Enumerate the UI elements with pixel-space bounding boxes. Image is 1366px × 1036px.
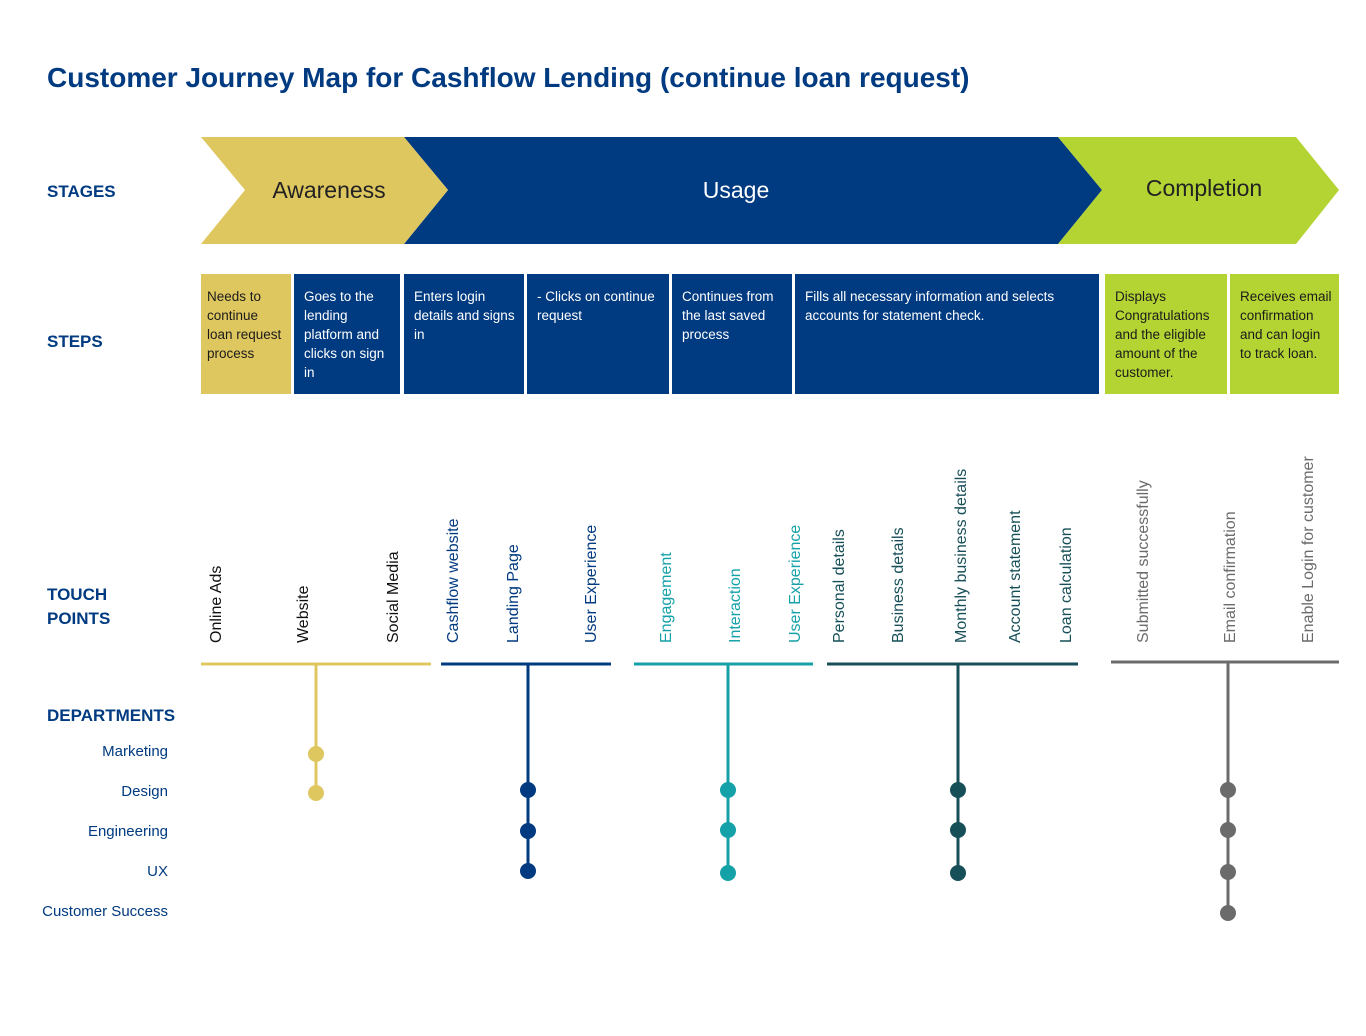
group-details-connector [827, 662, 1078, 881]
group-completion-dot-engineering [1220, 822, 1236, 838]
dept-design: Design [121, 783, 168, 800]
dept-marketing: Marketing [102, 743, 168, 760]
step-4: - Clicks on continue request [527, 274, 669, 394]
group-web-connector [441, 662, 611, 879]
group-engagement-dot-ux [720, 865, 736, 881]
group-details-dot-ux [950, 865, 966, 881]
group-engagement-dot-design [720, 782, 736, 798]
group-web-dot-ux [520, 863, 536, 879]
steps-label: STEPS [47, 332, 103, 351]
group-engagement-connector [634, 662, 813, 881]
stage-completion-shape [1058, 137, 1339, 244]
stages-band: Awareness Usage Completion [201, 137, 1339, 244]
touch-points-label: TOUCH POINTS [47, 583, 110, 631]
stage-usage: Usage [703, 177, 769, 203]
dept-ux: UX [147, 863, 168, 880]
step-6: Fills all necessary information and sele… [795, 274, 1099, 394]
step-5: Continues from the last saved process [672, 274, 792, 394]
group-awareness-dot-marketing [308, 746, 324, 762]
group-completion-dot-design [1220, 782, 1236, 798]
step-3: Enters login details and signs in [404, 274, 524, 394]
group-web-dot-design [520, 782, 536, 798]
departments-label: DEPARTMENTS [47, 706, 176, 725]
stage-awareness-shape [201, 137, 448, 244]
group-details-dot-design [950, 782, 966, 798]
group-awareness-connector [201, 662, 431, 801]
group-completion-dot-ux [1220, 864, 1236, 880]
group-completion-dot-customer-success [1220, 905, 1236, 921]
dept-customer-success: Customer Success [42, 903, 168, 920]
touch-points-label-line2: POINTS [47, 609, 111, 628]
stages-label: STAGES [47, 182, 116, 201]
group-web-dot-engineering [520, 823, 536, 839]
page-title: Customer Journey Map for Cashflow Lendin… [47, 62, 970, 93]
dept-engineering: Engineering [87, 823, 168, 840]
step-8: Receives email confirmation and can logi… [1230, 274, 1339, 394]
step-7: Displays Congratulations and the eligibl… [1105, 274, 1227, 394]
group-engagement-dot-engineering [720, 822, 736, 838]
stage-awareness: Awareness [272, 177, 385, 203]
group-details-dot-engineering [950, 822, 966, 838]
touch-points-label-line1: TOUCH [47, 585, 108, 604]
stage-completion: Completion [1146, 175, 1262, 201]
group-awareness-dot-design [308, 785, 324, 801]
step-2: Goes to the lending platform and clicks … [294, 274, 400, 394]
group-completion-connector [1111, 660, 1339, 921]
stage-usage-shape [404, 137, 1102, 244]
step-1: Needs to continue loan request process [201, 274, 291, 394]
